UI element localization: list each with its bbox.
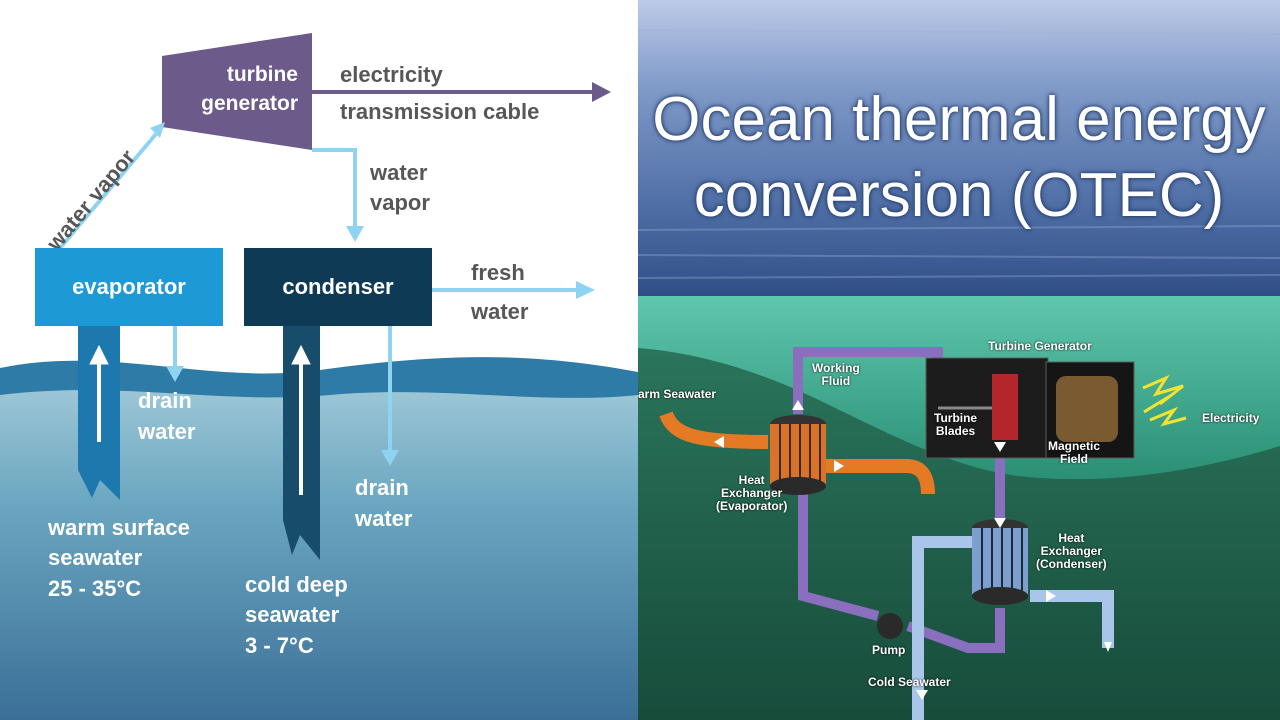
vapor-down-arrow-head — [346, 226, 364, 242]
warm-seawater-line1: warm surface — [48, 515, 190, 540]
turbine-generator-label: turbine generator — [172, 60, 298, 118]
title-panel: Ocean thermal energy conversion (OTEC) — [638, 0, 1280, 296]
evaporator-caption-line1: Heat — [738, 473, 765, 487]
cold-up-arrow-head — [291, 344, 311, 365]
condenser-box: condenser — [244, 248, 432, 326]
electricity-bolt-icon — [1142, 374, 1184, 414]
working-fluid-line2: Fluid — [821, 374, 851, 388]
warm-water-pipe — [659, 411, 769, 449]
turbine-blades-line2: Blades — [935, 424, 976, 438]
water-vapor-label-line1: water — [370, 160, 428, 185]
otec-cycle-diagram: turbine generator electricity transmissi… — [0, 0, 638, 720]
evaporator-caption: Heat Exchanger (Evaporator) — [716, 474, 787, 513]
cold-seawater-temp: 3 - 7°C — [245, 633, 314, 658]
condenser-caption-line2: Exchanger — [1040, 544, 1103, 558]
drain-b-arrow-head — [381, 450, 399, 466]
evaporator-box: evaporator — [35, 248, 223, 326]
water-vapor-label-line2: vapor — [370, 190, 430, 215]
drain-water-b-line1: drain — [355, 475, 409, 500]
drain-water-a-line1: drain — [138, 388, 192, 413]
fresh-water-label-line1: fresh — [471, 260, 525, 285]
condenser-caption-line3: (Condenser) — [1036, 557, 1107, 571]
turbine-generator-shape — [162, 33, 312, 150]
electricity-caption: Electricity — [1202, 411, 1260, 425]
illustration-graphics — [638, 296, 1280, 720]
page-title: Ocean thermal energy conversion (OTEC) — [638, 82, 1280, 234]
pump-caption: Pump — [872, 643, 906, 657]
warm-water-outlet-pipe — [826, 459, 935, 495]
turbine-label-line2: generator — [201, 92, 298, 115]
fresh-water-arrow-head — [576, 281, 595, 299]
cold-seawater-line1: cold deep — [245, 572, 348, 597]
magnetic-field-line1: Magnetic — [1048, 439, 1101, 453]
warm-seawater-caption: arm Seawater — [638, 387, 717, 401]
turbine-generator-caption: Turbine Generator — [988, 339, 1092, 353]
drain-a-arrow-head — [166, 366, 184, 382]
condenser-cylinder — [972, 528, 1028, 594]
condenser-caption: Heat Exchanger (Condenser) — [1036, 532, 1107, 571]
drain-water-a-line2: water — [138, 419, 196, 444]
vapor-down-arrow-shaft — [312, 148, 357, 228]
cold-seawater-caption: Cold Seawater — [868, 675, 951, 689]
warm-up-arrow-head — [89, 344, 109, 365]
title-line2: conversion (OTEC) — [693, 161, 1225, 230]
diagram-graphics — [0, 33, 638, 720]
turbine-label-line1: turbine — [226, 63, 298, 86]
turbine-blades — [992, 374, 1018, 440]
vapor-up-arrow-shaft — [58, 132, 158, 250]
title-line1: Ocean thermal energy — [652, 85, 1266, 154]
magnetic-field-coil — [1056, 376, 1118, 442]
title-background — [638, 0, 1280, 296]
warm-seawater-line2: seawater — [48, 545, 143, 570]
pump-ball — [877, 613, 903, 639]
warm-seawater-temp: 25 - 35°C — [48, 576, 142, 601]
condenser-caption-line1: Heat — [1058, 531, 1085, 545]
working-fluid-pipe-evap-down — [798, 494, 880, 621]
electricity-arrow-head — [592, 82, 611, 102]
transmission-cable-label: transmission cable — [340, 99, 540, 124]
fresh-water-label-line2: water — [471, 299, 529, 324]
working-fluid-caption: Working Fluid — [812, 362, 860, 388]
working-fluid-line1: Working — [812, 361, 860, 375]
turbine-blades-line1: Turbine — [934, 411, 978, 425]
cold-water-pipe-in — [912, 536, 974, 720]
magnetic-field-caption: Magnetic Field — [1048, 440, 1100, 466]
working-fluid-pipe-pump — [906, 608, 1005, 653]
turbine-blades-caption: Turbine Blades — [934, 412, 977, 438]
evaporator-caption-line2: Exchanger — [720, 486, 783, 500]
cold-seawater-line2: seawater — [245, 602, 340, 627]
electricity-bolt-icon-2 — [1149, 406, 1187, 427]
otec-illustration: Turbine Generator Working Fluid arm Seaw… — [638, 296, 1280, 720]
drain-water-b-line2: water — [355, 506, 413, 531]
vapor-up-arrow-head — [150, 122, 165, 138]
magnetic-field-line2: Field — [1060, 452, 1089, 466]
evaporator-caption-line3: (Evaporator) — [716, 499, 788, 513]
electricity-label: electricity — [340, 62, 443, 87]
